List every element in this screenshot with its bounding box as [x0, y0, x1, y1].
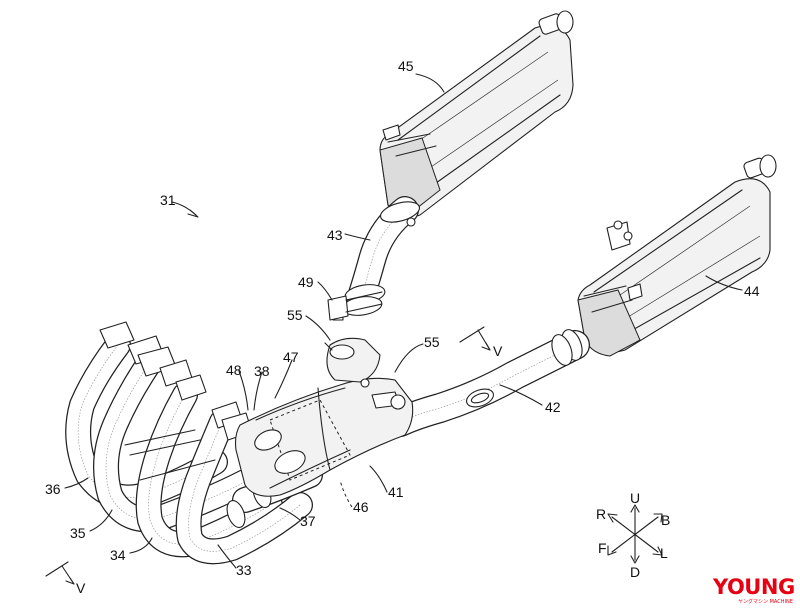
label-38: 38 [254, 363, 270, 379]
label-34: 34 [110, 547, 126, 563]
label-36: 36 [45, 481, 61, 497]
right-muffler [578, 155, 776, 356]
label-46: 46 [353, 499, 369, 515]
label-49: 49 [298, 274, 314, 290]
label-37: 37 [300, 513, 316, 529]
compass-left-label: L [660, 545, 668, 561]
view-arrow-right: V [460, 327, 503, 359]
view-arrow-left: V [46, 562, 86, 596]
view-label-right: V [493, 343, 503, 359]
upper-muffler [380, 11, 573, 217]
compass-up-label: U [630, 490, 640, 506]
collector-chamber [236, 292, 413, 496]
label-43: 43 [327, 227, 343, 243]
label-35: 35 [70, 525, 86, 541]
compass-rear-label: R [596, 506, 606, 522]
label-44: 44 [744, 283, 760, 299]
label-31: 31 [160, 192, 176, 208]
label-33: 33 [236, 562, 252, 578]
label-55-left: 55 [287, 307, 303, 323]
watermark-subtitle: ヤングマシン MACHINE [738, 598, 793, 605]
label-55-right: 55 [424, 334, 440, 350]
compass-front-label: F [598, 540, 607, 556]
label-47: 47 [283, 349, 299, 365]
direction-compass: U D R F B L [596, 490, 670, 580]
label-45: 45 [398, 58, 414, 74]
compass-down-label: D [630, 564, 640, 580]
view-label-left: V [76, 580, 86, 596]
label-41: 41 [388, 484, 404, 500]
label-42: 42 [545, 399, 561, 415]
young-machine-watermark: YOUNG ヤングマシン MACHINE [712, 575, 795, 605]
watermark-brand: YOUNG [712, 575, 795, 599]
compass-back-label: B [661, 512, 670, 528]
label-48: 48 [226, 362, 242, 378]
